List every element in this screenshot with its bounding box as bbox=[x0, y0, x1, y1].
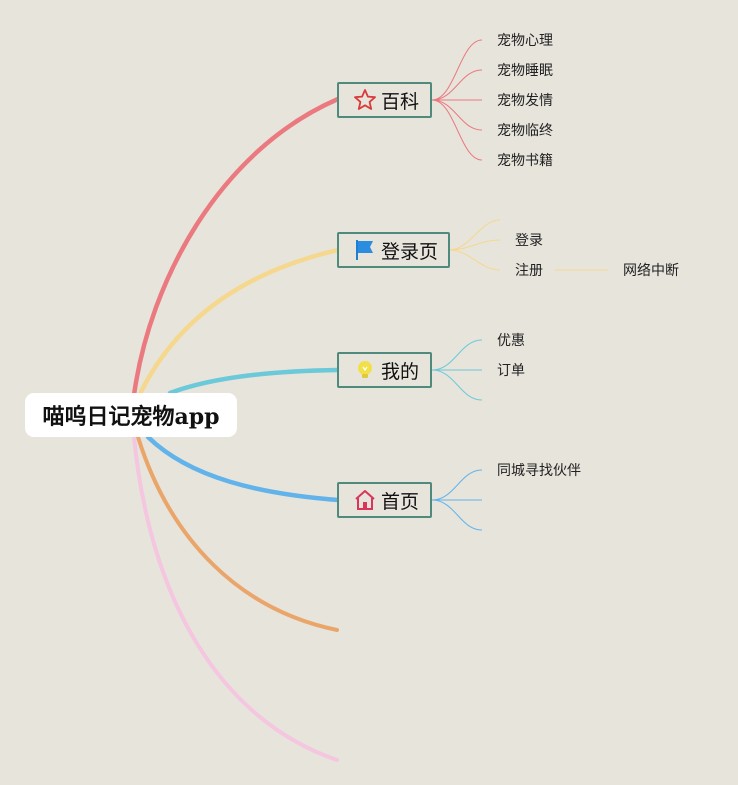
branch-connector-orange bbox=[136, 435, 339, 632]
branch-connector-baike bbox=[131, 96, 341, 398]
leaf-topic[interactable]: 订单 bbox=[497, 363, 525, 379]
branch-label-login: 登录页 bbox=[381, 240, 439, 263]
branch-label-baike: 百科 bbox=[381, 90, 420, 113]
leaf-topic[interactable]: 登录 bbox=[515, 233, 543, 249]
branch-topic-login[interactable]: 登录页 bbox=[337, 232, 450, 268]
leaf-topic[interactable]: 宠物临终 bbox=[497, 123, 553, 139]
branch-connector-home bbox=[145, 434, 341, 503]
branch-topic-home[interactable]: 首页 bbox=[337, 482, 432, 518]
login-leaf-connectors bbox=[448, 219, 608, 271]
star-icon bbox=[353, 88, 377, 112]
branch-connector-login bbox=[135, 247, 341, 401]
leaf-topic[interactable]: 宠物睡眠 bbox=[497, 63, 553, 79]
root-title: 喵呜日记宠物app bbox=[42, 404, 220, 430]
leaf-topic[interactable]: 宠物书籍 bbox=[497, 153, 553, 169]
home-leaf-connectors bbox=[431, 469, 483, 531]
leaf-topic[interactable]: 优惠 bbox=[497, 333, 525, 349]
leaf-topic[interactable]: 同城寻找伙伴 bbox=[497, 463, 581, 479]
leaf-topic[interactable]: 宠物心理 bbox=[497, 33, 553, 49]
branch-topic-mine[interactable]: 我的 bbox=[337, 352, 432, 388]
branch-topic-baike[interactable]: 百科 bbox=[337, 82, 432, 118]
baike-leaf-connectors bbox=[431, 39, 483, 161]
leaf-topic[interactable]: 宠物发情 bbox=[497, 93, 553, 109]
branch-connector-pink bbox=[132, 435, 339, 762]
leaf-topic[interactable]: 注册 bbox=[515, 263, 543, 279]
leaf-topic[interactable]: 网络中断 bbox=[623, 263, 679, 279]
branch-connector-mine bbox=[167, 367, 341, 396]
flag-icon bbox=[353, 238, 377, 262]
lightbulb-icon bbox=[353, 358, 377, 382]
root-topic[interactable]: 喵呜日记宠物app bbox=[25, 393, 237, 437]
home-icon bbox=[353, 488, 377, 512]
mine-leaf-connectors bbox=[431, 339, 483, 401]
branch-label-home: 首页 bbox=[381, 490, 420, 513]
branch-label-mine: 我的 bbox=[381, 360, 420, 383]
